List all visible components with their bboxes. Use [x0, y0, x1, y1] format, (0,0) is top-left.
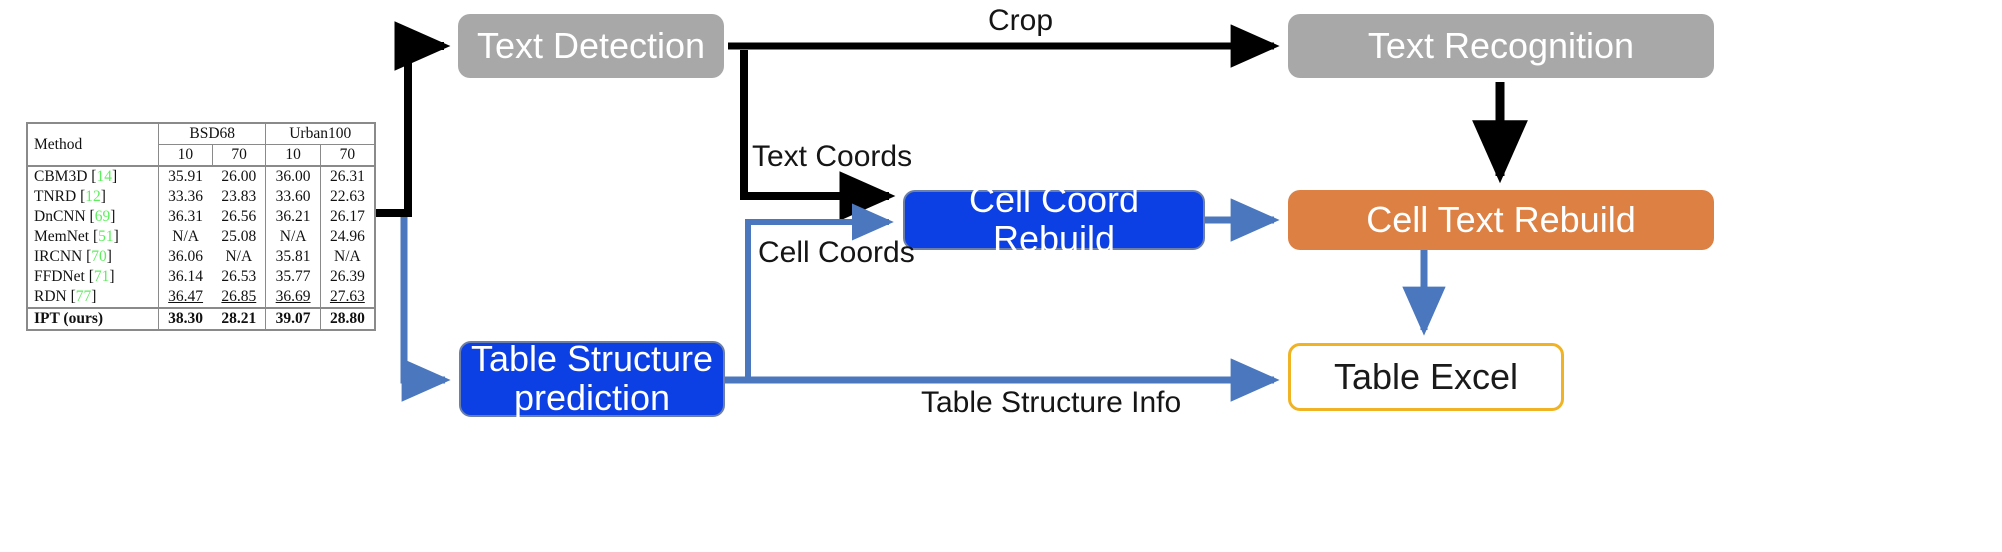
cell-value: 35.81: [265, 247, 321, 267]
cell-value: 36.14: [168, 268, 204, 285]
node-text-recognition[interactable]: Text Recognition: [1288, 14, 1714, 78]
table-head: Method BSD68 Urban100 10 70 10 70: [28, 124, 374, 167]
edge-label-crop: Crop: [988, 4, 1054, 37]
cell-value: N/A: [319, 247, 374, 267]
subheader-urban100-70: 70: [319, 144, 374, 167]
cell-method: IRCNN [70]: [28, 247, 159, 267]
cell-value: 36.21: [265, 207, 321, 227]
cell-method: IPT (ours): [28, 308, 159, 329]
citation-ref: 77: [75, 288, 92, 305]
results-table: Method BSD68 Urban100 10 70 10 70 CBM3D …: [28, 124, 374, 329]
cell-value: 36.47: [158, 287, 213, 309]
node-text-detection[interactable]: Text Detection: [458, 14, 724, 78]
header-method: Method: [28, 124, 159, 167]
cell-method: MemNet [51]: [28, 227, 159, 247]
cell-value: 36.69: [265, 287, 321, 309]
cell-value: 33.36: [168, 188, 204, 205]
citation-ref: 70: [91, 248, 107, 265]
cell-value: 26.39: [319, 267, 374, 287]
cell-value: 39.07: [265, 308, 321, 329]
cell-value: 35.77: [265, 267, 321, 287]
header-group-bsd68: BSD68: [158, 124, 267, 145]
node-table-structure-line1: Table Structure: [470, 338, 714, 380]
cell-value: 35.91: [168, 168, 204, 185]
cell-value: 26.31: [319, 166, 374, 187]
header-group-urban100: Urban100: [265, 124, 374, 145]
subheader-bsd68-10: 10: [158, 144, 213, 167]
cell-method: DnCNN [69]: [28, 207, 159, 227]
cell-value: 28.21: [212, 308, 267, 329]
cell-value: 28.80: [319, 308, 374, 329]
cell-method: FFDNet [71]: [28, 267, 159, 287]
cell-value: 36.06: [168, 248, 204, 265]
cell-method: TNRD [12]: [28, 187, 159, 207]
citation-ref: 71: [93, 268, 110, 285]
edge-text-coords: [740, 50, 896, 221]
cell-value: 26.56: [212, 207, 267, 227]
cell-value: N/A: [172, 228, 199, 245]
cell-value: 26.85: [212, 287, 267, 309]
cell-method: CBM3D [14]: [28, 166, 159, 187]
node-table-structure-prediction[interactable]: Table Structure prediction: [459, 338, 725, 418]
citation-ref: 69: [94, 208, 111, 225]
edge-table-to-structure-prediction: [400, 217, 451, 402]
cell-value: 26.17: [319, 207, 374, 227]
edge-label-table-structure-info: Table Structure Info: [921, 386, 1182, 419]
node-cell-text-rebuild[interactable]: Cell Text Rebuild: [1288, 190, 1714, 250]
cell-value: 27.63: [319, 287, 374, 309]
cell-value: 33.60: [265, 187, 321, 207]
cell-value: 25.08: [212, 227, 267, 247]
cell-value: 26.00: [212, 166, 267, 187]
citation-ref: 51: [98, 228, 114, 245]
edge-label-text-coords: Text Coords: [752, 140, 913, 173]
cell-value: 36.00: [265, 166, 321, 187]
cell-value: 24.96: [319, 227, 374, 247]
node-cell-coord-rebuild[interactable]: Cell Coord Rebuild: [903, 180, 1205, 258]
cell-method: RDN [77]: [28, 287, 159, 309]
cell-value: 26.53: [212, 267, 267, 287]
citation-ref: 14: [96, 168, 112, 185]
cell-value: N/A: [265, 227, 321, 247]
node-table-excel[interactable]: Table Excel: [1288, 343, 1564, 411]
subheader-bsd68-70: 70: [211, 144, 267, 167]
edge-label-cell-coords: Cell Coords: [758, 236, 915, 269]
table-subheader-row: 10 70 10 70: [28, 144, 374, 167]
cell-value: 23.83: [212, 187, 267, 207]
table-header-group-row: Method BSD68 Urban100: [28, 124, 374, 167]
cell-value: 36.31: [168, 208, 204, 225]
node-table-structure-line2: prediction: [513, 377, 671, 418]
citation-ref: 12: [85, 188, 101, 205]
cell-value: 22.63: [319, 187, 374, 207]
cell-value: N/A: [212, 247, 267, 267]
edge-table-to-text-detection: [376, 21, 451, 217]
subheader-urban100-10: 10: [265, 144, 321, 167]
table-figure-image: Method BSD68 Urban100 10 70 10 70 CBM3D …: [26, 122, 376, 331]
cell-value: 38.30: [168, 310, 204, 327]
